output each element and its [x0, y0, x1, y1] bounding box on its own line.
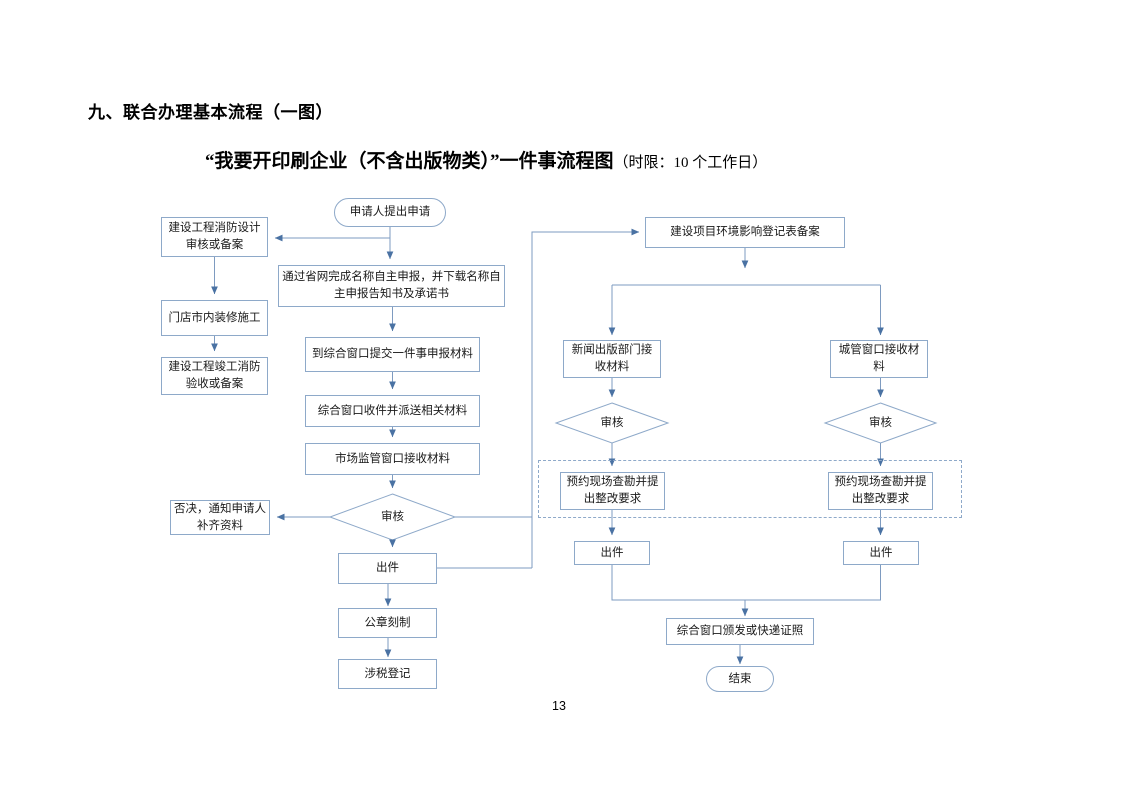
- node-seal-engraving[interactable]: 公章刻制: [338, 608, 437, 638]
- node-market-window-receive[interactable]: 市场监管窗口接收材料: [305, 443, 480, 475]
- node-store-interior-work[interactable]: 门店市内装修施工: [161, 300, 268, 336]
- node-issue-mid[interactable]: 出件: [574, 541, 650, 565]
- node-env-record-filing[interactable]: 建设项目环境影响登记表备案: [645, 217, 845, 248]
- node-review-mid-label: 审核: [600, 416, 624, 429]
- node-window-receive-dispatch[interactable]: 综合窗口收件并派送相关材料: [305, 395, 480, 427]
- node-fire-completion-accept[interactable]: 建设工程竣工消防验收或备案: [161, 357, 268, 395]
- chart-title-sub: （时限：10 个工作日）: [613, 155, 768, 171]
- node-end[interactable]: 结束: [706, 666, 774, 692]
- page-number: 13: [552, 699, 566, 713]
- node-press-dept-receive[interactable]: 新闻出版部门接收材料: [563, 340, 661, 378]
- node-review-right-label: 审核: [869, 416, 892, 429]
- node-review-right[interactable]: 审核: [825, 403, 936, 443]
- node-review-mid[interactable]: 审核: [556, 403, 668, 443]
- chart-title-main: “我要开印刷企业（不含出版物类）”一件事流程图: [205, 151, 614, 172]
- node-tax-registration[interactable]: 涉税登记: [338, 659, 437, 689]
- site-survey-dashed-region: [538, 460, 962, 518]
- node-reject-notice[interactable]: 否决，通知申请人补齐资料: [170, 500, 270, 535]
- section-heading: 九、联合办理基本流程（一图）: [88, 103, 333, 122]
- page-title: “我要开印刷企业（不含出版物类）”一件事流程图（时限：10 个工作日）: [205, 146, 767, 173]
- node-window-issue-or-express[interactable]: 综合窗口颁发或快递证照: [666, 618, 814, 645]
- node-issue-left[interactable]: 出件: [338, 553, 437, 584]
- node-name-self-declare[interactable]: 通过省网完成名称自主申报，并下载名称自主申报告知书及承诺书: [278, 265, 505, 307]
- node-site-survey-mid[interactable]: 预约现场查勘并提出整改要求: [560, 472, 665, 510]
- node-review-left-label: 审核: [381, 510, 404, 523]
- node-urban-window-receive[interactable]: 城管窗口接收材料: [830, 340, 928, 378]
- node-issue-right[interactable]: 出件: [843, 541, 919, 565]
- node-fire-design-review[interactable]: 建设工程消防设计审核或备案: [161, 217, 268, 257]
- node-review-left[interactable]: 审核: [330, 494, 455, 540]
- node-start[interactable]: 申请人提出申请: [334, 198, 446, 227]
- node-submit-materials[interactable]: 到综合窗口提交一件事申报材料: [305, 337, 480, 372]
- node-site-survey-right[interactable]: 预约现场查勘并提出整改要求: [828, 472, 933, 510]
